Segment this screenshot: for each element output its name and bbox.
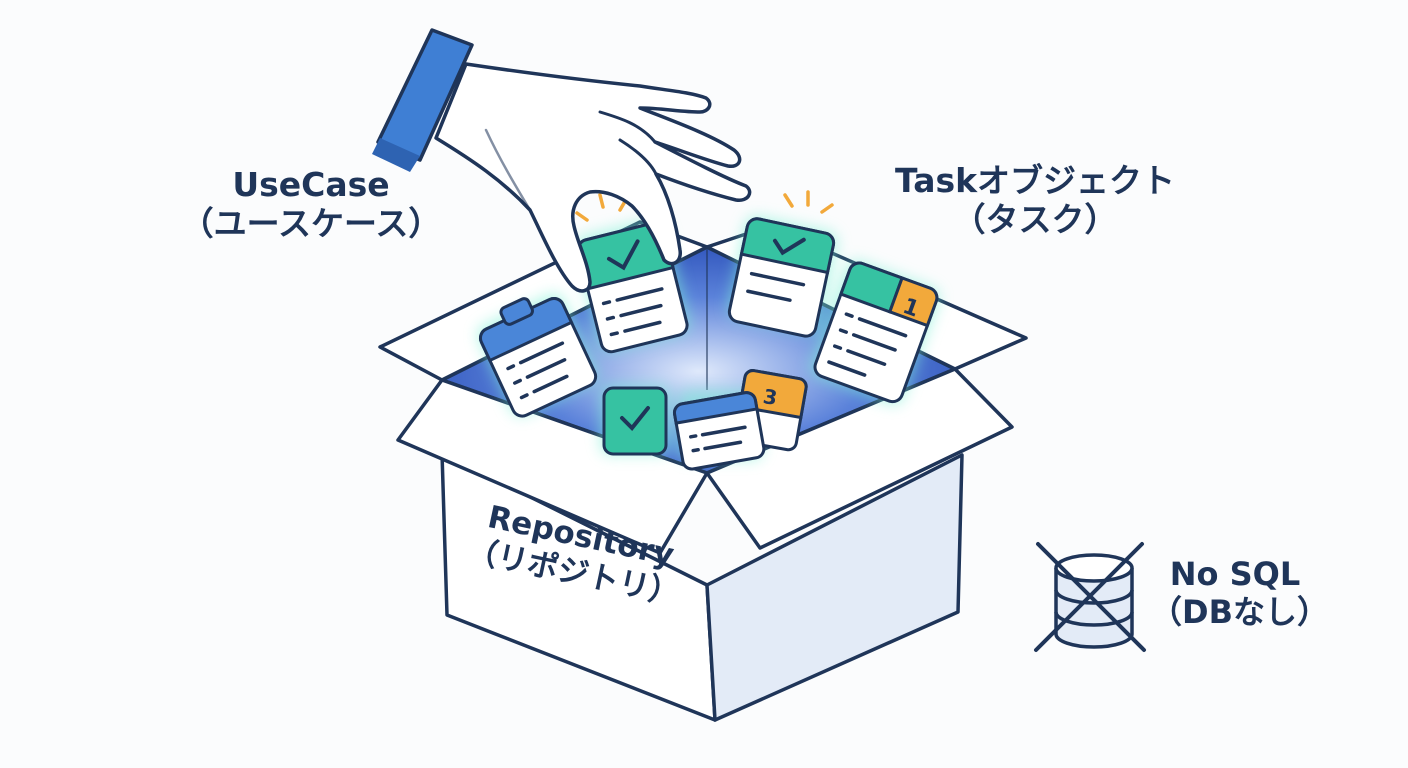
sleeve-cuff: [376, 28, 474, 162]
clipboard-icon: [499, 297, 534, 326]
task-label: Taskオブジェクト （タスク）: [845, 161, 1225, 240]
usecase-label: UseCase （ユースケース）: [166, 165, 456, 244]
task-card-one: [813, 261, 939, 404]
task-card-small-check: [602, 386, 668, 456]
check-icon: [606, 239, 640, 271]
usecase-subtitle: （ユースケース）: [180, 203, 442, 243]
box-front-right-flap: [705, 367, 1014, 550]
nosql-subtitle: （DBなし）: [1150, 592, 1329, 631]
hand-icon: [372, 28, 752, 293]
badge-three: 3: [761, 384, 779, 410]
task-card-check: [727, 217, 836, 338]
check-icon: [620, 406, 650, 431]
task-subtitle: （タスク）: [952, 199, 1118, 239]
usecase-title: UseCase: [232, 165, 390, 204]
hand-palm: [434, 62, 752, 293]
box-right-face: [705, 453, 964, 722]
task-title: Taskオブジェクト: [894, 161, 1176, 200]
task-card-list: [672, 391, 766, 471]
nosql-label: No SQL （DBなし）: [1150, 555, 1329, 632]
check-icon: [772, 237, 806, 256]
nosql-title: No SQL: [1169, 555, 1301, 593]
task-cards: 1 3: [477, 215, 940, 471]
task-card-clipboard: [478, 296, 598, 418]
database-icon: [1054, 553, 1134, 649]
cross-icon: [1034, 542, 1146, 652]
